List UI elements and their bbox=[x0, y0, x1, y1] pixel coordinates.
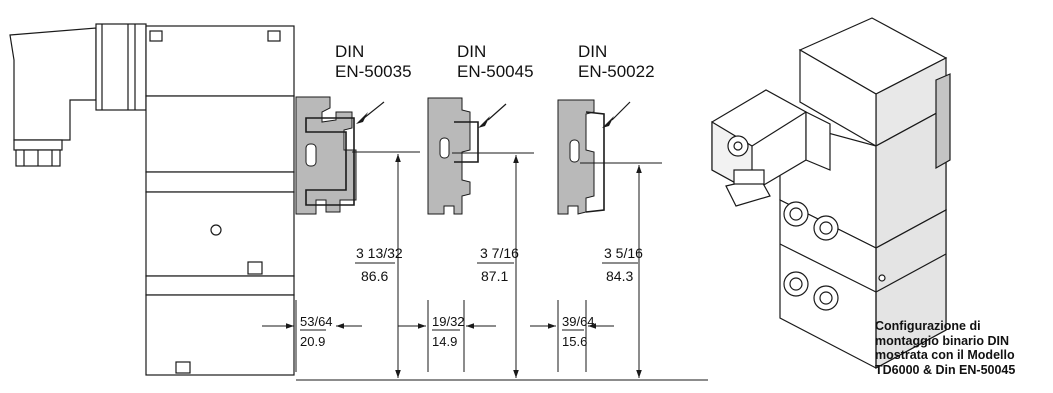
rail-3-height-fraction: 3 5/16 bbox=[604, 245, 643, 261]
rail-1-standard-label: EN-50035 bbox=[335, 62, 412, 81]
rail-2-height-mm: 87.1 bbox=[481, 268, 508, 284]
rail-en-50045-profile bbox=[427, 97, 507, 215]
rail-en-50022-profile bbox=[557, 99, 631, 215]
rail-3-offset-mm: 15.6 bbox=[562, 334, 587, 349]
rail-2-height-fraction: 3 7/16 bbox=[480, 245, 519, 261]
rail-2-offset-mm: 14.9 bbox=[432, 334, 457, 349]
rail-2-offset-fraction: 19/32 bbox=[432, 314, 465, 329]
device-side-view bbox=[9, 23, 295, 376]
rail-1-din-label: DIN bbox=[335, 42, 364, 61]
rail-1-height-fraction: 3 13/32 bbox=[356, 245, 403, 261]
rail-3-offset-fraction: 39/64 bbox=[562, 314, 595, 329]
rail-2-standard-label: EN-50045 bbox=[457, 62, 534, 81]
rail-3-din-label: DIN bbox=[578, 42, 607, 61]
figure-caption: Configurazione di montaggio binario DIN … bbox=[875, 319, 1051, 377]
device-isometric-view bbox=[711, 17, 951, 370]
rail-2-din-label: DIN bbox=[457, 42, 486, 61]
rail-1-offset-mm: 20.9 bbox=[300, 334, 325, 349]
caption-line-4: TD6000 & Din EN-50045 bbox=[875, 362, 1016, 377]
dimension-lines bbox=[262, 151, 708, 381]
caption-line-2: montaggio binario DIN bbox=[875, 333, 1010, 348]
rail-1-height-mm: 86.6 bbox=[361, 268, 388, 284]
caption-line-1: Configurazione di bbox=[875, 319, 981, 333]
rail-en-50035-profile bbox=[295, 96, 385, 215]
rail-1-offset-fraction: 53/64 bbox=[300, 314, 333, 329]
rail-3-height-mm: 84.3 bbox=[606, 268, 633, 284]
rail-3-standard-label: EN-50022 bbox=[578, 62, 655, 81]
caption-line-3: mostrata con il Modello bbox=[875, 348, 1015, 362]
